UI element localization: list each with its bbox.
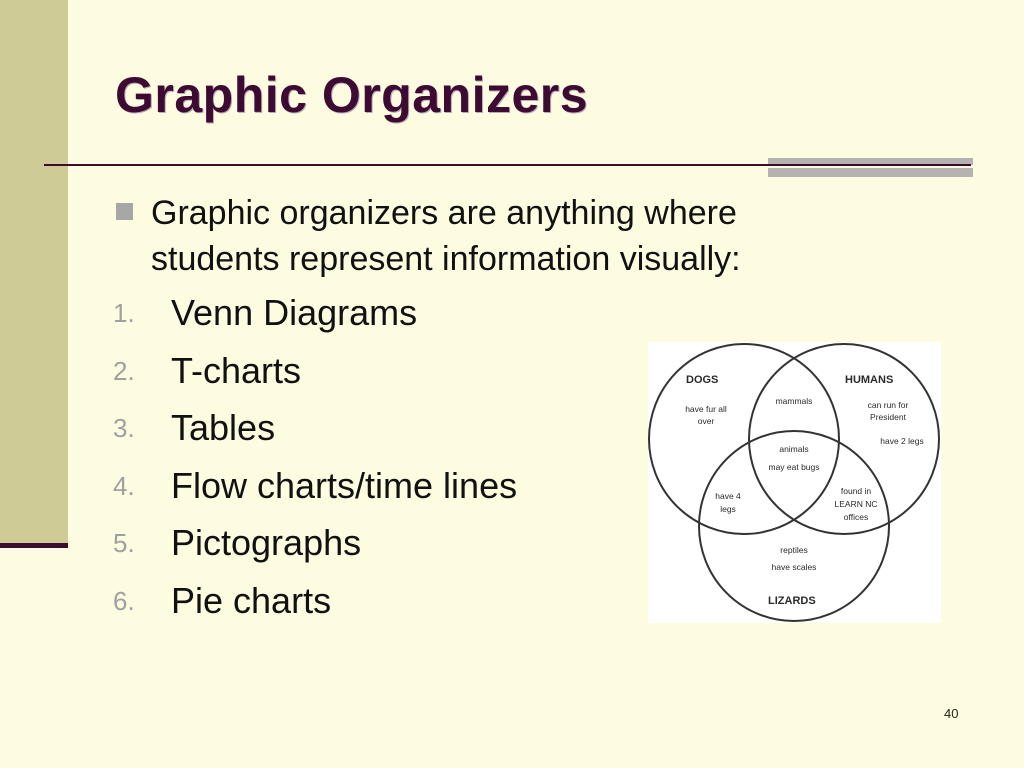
- list-number: 3.: [113, 413, 135, 443]
- list-item-label: T-charts: [171, 349, 302, 391]
- venn-circle-humans: [748, 343, 940, 535]
- venn-text-humans-only: can run for: [868, 400, 909, 410]
- list-item-label: Flow charts/time lines: [171, 464, 518, 506]
- title-rule-accent: [768, 168, 973, 177]
- venn-text-dogs-only: over: [698, 416, 715, 426]
- venn-text-humans-lizards: offices: [844, 512, 868, 522]
- left-accent-bar: [0, 543, 68, 548]
- venn-text-humans-lizards: LEARN NC: [835, 499, 878, 509]
- venn-text-lizards-only: have scales: [772, 562, 817, 572]
- bullet-square-icon: [116, 203, 133, 220]
- slide-title: Graphic Organizers: [115, 67, 589, 123]
- venn-text-humans-only: have 2 legs: [880, 436, 923, 446]
- list-number: 6.: [113, 585, 135, 616]
- list-item-label: Tables: [171, 407, 276, 448]
- list-number: 5.: [113, 528, 135, 558]
- venn-text-humans-lizards: found in: [841, 486, 872, 496]
- venn-text-dogs-only: have fur all: [685, 404, 727, 414]
- bullet-point: Graphic organizers are anything where st…: [116, 190, 856, 282]
- venn-label-humans: HUMANS: [845, 374, 893, 386]
- list-item-label: Venn Diagrams: [171, 292, 418, 333]
- list-number: 2.: [113, 355, 135, 386]
- list-item-label: Pie charts: [171, 579, 332, 621]
- bullet-text: Graphic organizers are anything where st…: [151, 194, 741, 278]
- venn-text-dogs-lizards: legs: [720, 504, 736, 514]
- title-rule-accent: [768, 158, 973, 165]
- title-rule: [44, 164, 971, 166]
- venn-text-dogs-lizards: have 4: [715, 491, 741, 501]
- list-number: 4.: [113, 470, 135, 501]
- venn-label-lizards: LIZARDS: [768, 595, 816, 607]
- list-number: 1.: [113, 298, 135, 328]
- venn-circle-dogs: [648, 343, 840, 535]
- list-item-label: Pictographs: [171, 522, 362, 563]
- venn-text-humans-only: President: [870, 412, 907, 422]
- venn-label-dogs: DOGS: [686, 374, 718, 386]
- venn-text-lizards-only: reptiles: [780, 545, 807, 555]
- venn-text-dogs-humans: mammals: [776, 396, 813, 406]
- venn-circle-lizards: [698, 430, 890, 622]
- venn-diagram: DOGS HUMANS LIZARDS have fur all over ca…: [648, 343, 940, 622]
- left-decor-strip: [0, 0, 68, 546]
- page-number: 40: [944, 706, 959, 721]
- venn-text-all-three: animals: [779, 444, 808, 454]
- venn-diagram-image: DOGS HUMANS LIZARDS have fur all over ca…: [648, 342, 941, 623]
- venn-text-all-three: may eat bugs: [768, 462, 819, 472]
